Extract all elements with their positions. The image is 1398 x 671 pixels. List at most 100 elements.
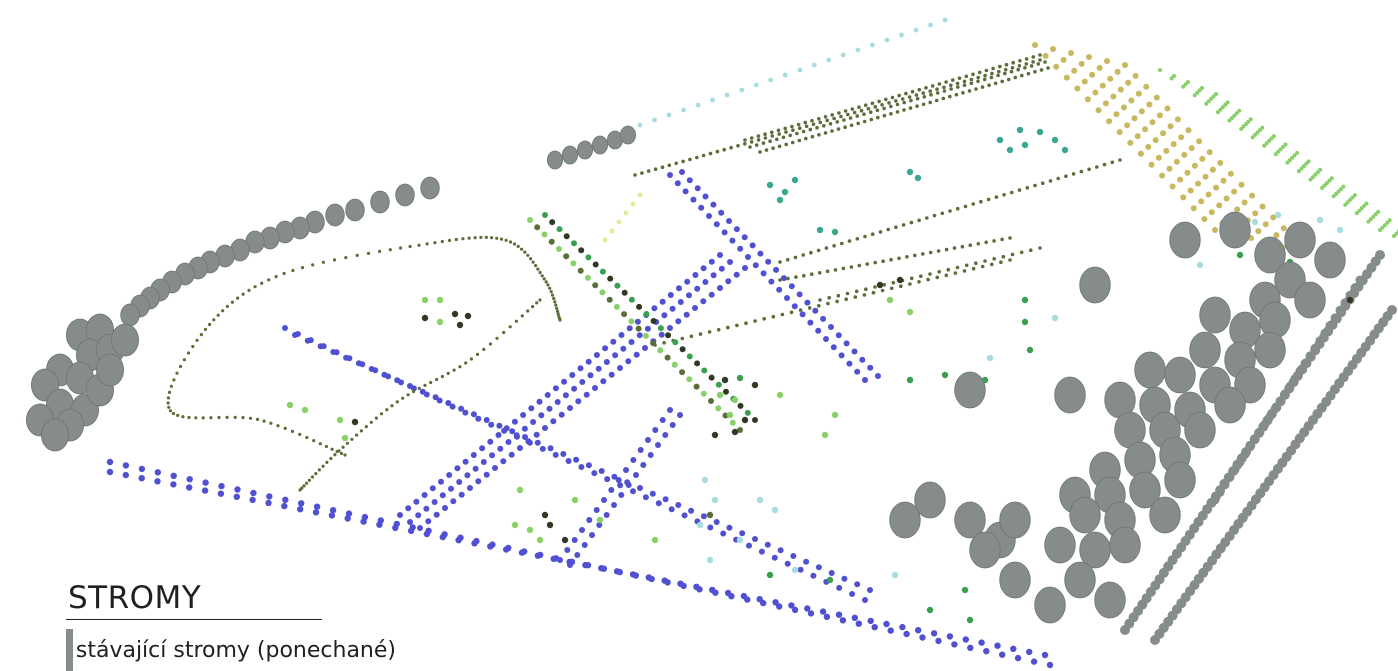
olive-tree-row (870, 232, 875, 236)
existing-tree-row (1250, 434, 1260, 444)
curved-tree-row (191, 344, 195, 349)
blue-tree-row (554, 399, 561, 405)
olive-tree-row (934, 98, 939, 103)
olive-tree-row (761, 141, 766, 145)
blue-tree-row (667, 407, 673, 413)
green-tree-row (548, 238, 555, 245)
blue-tree-row (281, 502, 288, 510)
blue-tree-row (752, 262, 759, 269)
olive-tree-row (932, 213, 937, 218)
curved-tree-row (339, 451, 344, 456)
cyan-tree-row (637, 122, 643, 128)
planted-tree-rows (106, 17, 1398, 669)
olive-tree-row (1118, 158, 1122, 162)
olive-tree-row (944, 80, 948, 84)
curved-tree-row (495, 236, 499, 240)
olive-tree-row (817, 117, 821, 121)
olive-tree-row (845, 291, 850, 296)
blue-tree-row (569, 372, 576, 378)
olive-tree-row (839, 114, 843, 119)
blue-tree-row (721, 229, 728, 236)
blue-tree-row (610, 338, 617, 345)
olive-tree-row (974, 87, 978, 91)
blue-tree-row (265, 499, 272, 507)
olive-tree-row (836, 127, 841, 131)
curved-tree-row (523, 250, 527, 254)
olive-tree-row (815, 125, 819, 130)
planted-tree-icon (1236, 251, 1244, 259)
light-green-tree-row (1382, 223, 1387, 228)
curved-tree-row (276, 424, 280, 428)
blue-tree-row (419, 388, 426, 395)
green-tree-row (715, 405, 722, 412)
planted-tree-icon (571, 496, 579, 504)
existing-tree-icon (969, 531, 1001, 569)
light-green-tree-row (1271, 134, 1276, 139)
blue-tree-row (483, 417, 490, 423)
blue-tree-row (851, 614, 858, 621)
blue-tree-row (138, 465, 146, 473)
olive-tree-row (900, 97, 905, 101)
blue-tree-row (582, 561, 589, 569)
olive-tree-row (842, 118, 846, 122)
blue-tree-row (983, 648, 990, 655)
blue-tree-row (686, 292, 692, 299)
blue-tree-row (797, 566, 804, 573)
curved-tree-row (516, 244, 520, 248)
existing-tree-row (1345, 290, 1355, 300)
olive-tree-row (863, 103, 868, 107)
planted-tree-icon (464, 312, 472, 320)
planted-tree-icon (831, 228, 839, 236)
olive-tree-row (856, 121, 860, 126)
olive-tree-row (1026, 71, 1031, 76)
olive-tree-row (921, 252, 925, 256)
olive-tree-row (744, 321, 748, 326)
olive-tree-row (889, 112, 893, 116)
olive-tree-row (864, 287, 868, 292)
olive-tree-row (890, 95, 895, 100)
blue-tree-row (423, 530, 431, 538)
olive-tree-row (736, 144, 740, 148)
blue-tree-row (659, 298, 666, 305)
olive-yellow-tree-row (1196, 138, 1203, 145)
blue-tree-row (720, 530, 727, 537)
planted-tree-icon (711, 431, 719, 439)
olive-tree-row (990, 71, 994, 76)
curved-tree-row (401, 396, 405, 400)
planted-tree-icon (996, 136, 1004, 144)
existing-tree-icon (1214, 386, 1246, 424)
cyan-tree-row (840, 52, 846, 58)
curved-tree-row (355, 433, 359, 437)
olive-tree-row (962, 269, 967, 273)
blue-tree-row (587, 372, 594, 379)
olive-tree-row (894, 99, 898, 103)
blue-tree-row (329, 507, 337, 514)
green-tree-row (643, 311, 650, 317)
existing-tree-row (1285, 381, 1295, 391)
legend-item-existing-trees: stávající stromy (ponechané) (66, 629, 396, 671)
olive-yellow-tree-row (1107, 75, 1114, 82)
blue-tree-row (552, 451, 559, 458)
existing-trees (25, 125, 1346, 624)
green-tree-row (549, 219, 556, 226)
light-green-tree-row (1186, 80, 1190, 84)
olive-tree-row (928, 250, 933, 255)
olive-tree-row (778, 260, 782, 264)
olive-tree-row (777, 144, 782, 149)
blue-tree-row (708, 291, 715, 298)
blue-tree-row (233, 493, 240, 500)
blue-tree-row (564, 547, 571, 553)
planted-tree-icon (906, 168, 914, 176)
planted-tree-icon (301, 406, 309, 414)
planted-tree-icon (436, 318, 444, 326)
curved-tree-row (535, 301, 539, 305)
olive-tree-row (1010, 66, 1015, 70)
curved-tree-row (526, 253, 530, 257)
blue-tree-row (618, 332, 625, 338)
curved-tree-row (199, 333, 203, 337)
blue-tree-row (413, 498, 420, 505)
blue-tree-row (661, 312, 668, 319)
cyan-tree-row (797, 67, 803, 73)
blue-tree-row (729, 237, 736, 244)
legend-title: STROMY (68, 580, 202, 616)
